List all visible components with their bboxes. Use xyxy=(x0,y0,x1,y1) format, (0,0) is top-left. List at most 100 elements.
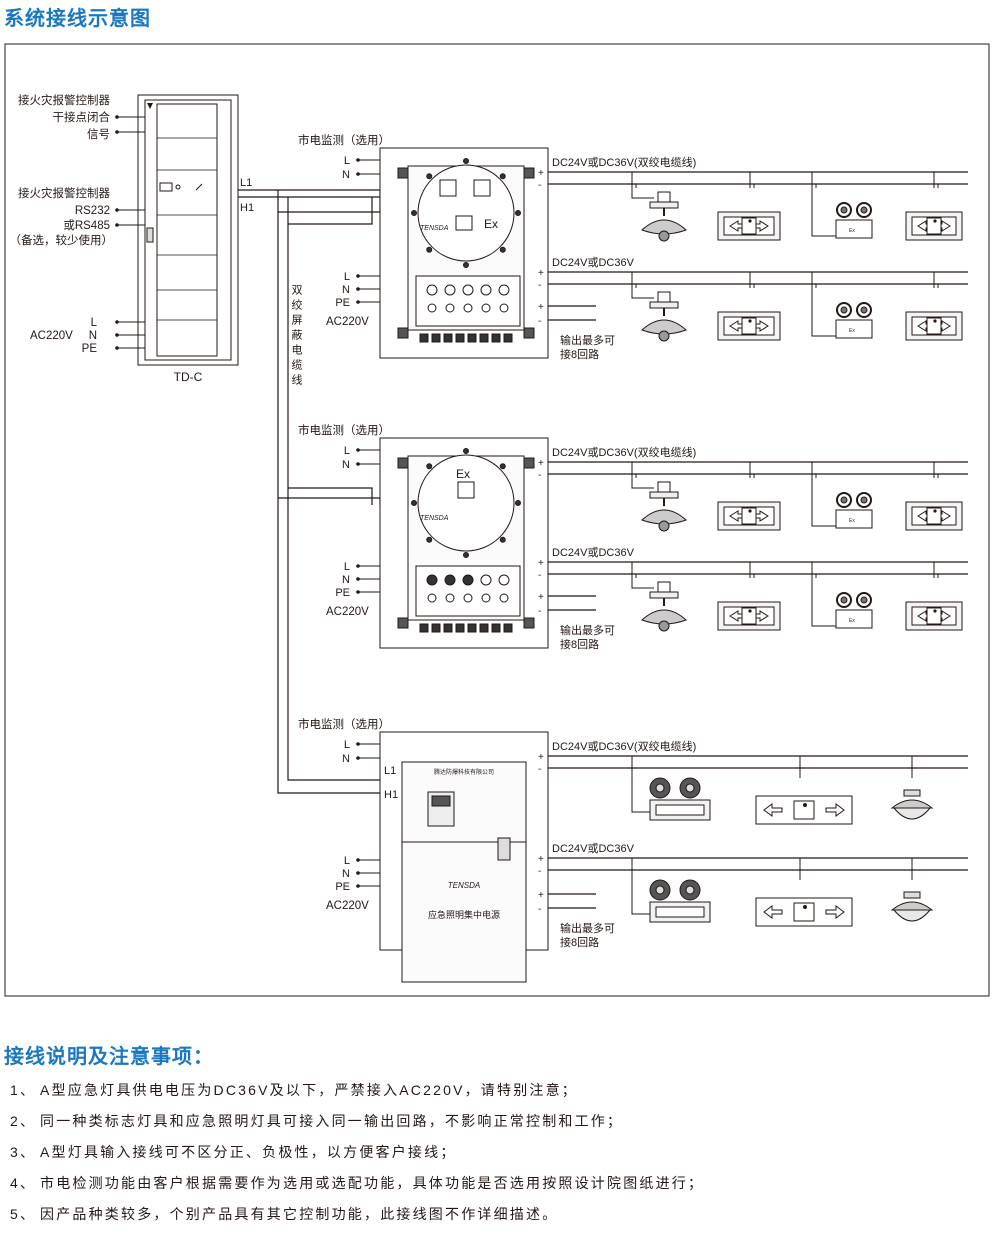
bus-h1-label: H1 xyxy=(384,789,398,801)
power-terminal-label: L xyxy=(344,855,350,867)
diagram-frame xyxy=(4,43,990,997)
bus-l1-label: L1 xyxy=(240,177,252,189)
power-terminal-label: N xyxy=(342,574,350,586)
spot-lens xyxy=(860,206,868,214)
switch-knob xyxy=(457,481,475,499)
monitor-terminal-label: L xyxy=(344,445,350,457)
exit-sign-icon xyxy=(905,211,963,241)
distribution-box-2: 市电监测（选用）LNLNPEAC220VExTENSDADC24V或DC36V(… xyxy=(298,423,968,651)
control-button xyxy=(462,574,474,586)
wire xyxy=(811,188,836,237)
panel-title: 应急照明集中电源 xyxy=(428,909,500,920)
running-man-icon xyxy=(748,509,752,513)
plus-sign: + xyxy=(538,458,544,469)
exit-door-icon xyxy=(926,317,942,335)
cable-gland xyxy=(491,333,501,343)
indicator-lamp xyxy=(463,593,473,603)
output-voltage-label: DC24V或DC36V xyxy=(552,256,635,269)
exit-door-icon xyxy=(741,217,757,235)
cover-bolt xyxy=(515,210,521,216)
cable-gland xyxy=(419,333,429,343)
signal-label: 信号 xyxy=(87,128,110,141)
note-item: 5、因产品种类较多，个别产品具有其它控制功能，此接线图不作详细描述。 xyxy=(10,1206,559,1222)
power-terminal-label: L xyxy=(344,271,350,283)
control-button xyxy=(480,574,492,586)
arrow-right-icon xyxy=(825,803,845,817)
note-item: 1、A型应急灯具供电电压为DC36V及以下，严禁接入AC220V，请特别注意； xyxy=(10,1082,579,1098)
cable-gland xyxy=(455,623,465,633)
brand-logo: TENSDA xyxy=(420,515,449,522)
twin-spot-icon: Ex xyxy=(835,302,873,339)
plus-sign: + xyxy=(538,890,544,901)
brand-logo: TENSDA xyxy=(448,881,480,890)
company-name: 腾达防爆科技有限公司 xyxy=(434,768,494,776)
lamp-cap xyxy=(657,191,671,203)
max-output-note: 接8回路 xyxy=(560,638,599,651)
running-man-icon xyxy=(748,609,752,613)
ex-mark: Ex xyxy=(484,217,498,231)
ex-mark: Ex xyxy=(456,467,470,481)
page-title: 系统接线示意图 xyxy=(4,8,151,30)
exit-sign-icon xyxy=(717,601,781,631)
wire xyxy=(287,488,380,781)
cover-bolt xyxy=(499,463,506,470)
enclosure-bolt xyxy=(523,617,535,629)
enclosure-bolt xyxy=(523,327,535,339)
running-man-icon xyxy=(803,803,807,807)
indicator-lamp xyxy=(427,593,437,603)
lamp-bulb xyxy=(658,620,670,632)
exit-door-icon xyxy=(741,507,757,525)
wire xyxy=(195,183,203,191)
ceiling-mount xyxy=(903,891,921,899)
indicator-lamp xyxy=(481,303,491,313)
ac220v-label: AC220V xyxy=(326,606,369,618)
switch-knob xyxy=(473,179,491,197)
output-voltage-label: DC24V或DC36V xyxy=(552,546,635,559)
cover-bolt xyxy=(515,500,521,506)
bulkhead-lamp-icon xyxy=(641,291,687,342)
wire xyxy=(811,288,836,337)
wire xyxy=(287,197,373,225)
cabinet-logo-icon xyxy=(147,103,153,109)
mains-monitor-label: 市电监测（选用） xyxy=(298,133,390,147)
bus-h1-label: H1 xyxy=(240,202,254,214)
power-terminal-label: PE xyxy=(82,343,98,355)
cable-gland xyxy=(503,333,513,343)
exit-door-icon xyxy=(793,902,815,922)
cover-bolt xyxy=(411,500,417,506)
ceiling-lamp-icon xyxy=(890,789,934,820)
minus-sign: - xyxy=(538,316,541,327)
control-panel xyxy=(415,275,521,327)
exit-sign-icon xyxy=(717,501,781,531)
ac220v-label: AC220V xyxy=(326,316,369,328)
cable-gland xyxy=(443,623,453,633)
bulkhead-lamp-icon xyxy=(641,191,687,242)
power-terminal-label: PE xyxy=(335,881,350,893)
lamp-shade xyxy=(641,319,687,335)
spot-box xyxy=(835,319,873,339)
wire xyxy=(631,478,654,489)
cable-label: 双绞屏蔽电缆线 xyxy=(290,284,303,389)
minus-sign: - xyxy=(538,470,541,481)
minus-sign: - xyxy=(538,180,541,191)
cabinet-handle xyxy=(146,227,154,243)
ceiling-mount xyxy=(903,789,921,797)
spot-ex-label: Ex xyxy=(849,228,855,234)
spot-box xyxy=(835,219,873,239)
power-terminal-label: N xyxy=(342,868,350,880)
fire-alarm-label: 接火灾报警控制器 xyxy=(18,186,110,200)
wire xyxy=(287,224,373,505)
cable-gland xyxy=(431,623,441,633)
indicator-lamp xyxy=(445,303,455,313)
monitor-terminal-label: N xyxy=(342,753,350,765)
cable-gland xyxy=(443,333,453,343)
exit-sign-icon xyxy=(717,311,781,341)
lamp-body xyxy=(649,301,679,309)
arrow-right-icon xyxy=(825,905,845,919)
plus-sign: + xyxy=(538,592,544,603)
control-button xyxy=(498,574,510,586)
distribution-box-3: 市电监测（选用）LNLNPEAC220V腾达防爆科技有限公司TENSDA应急照明… xyxy=(298,717,968,983)
wire xyxy=(811,578,836,627)
